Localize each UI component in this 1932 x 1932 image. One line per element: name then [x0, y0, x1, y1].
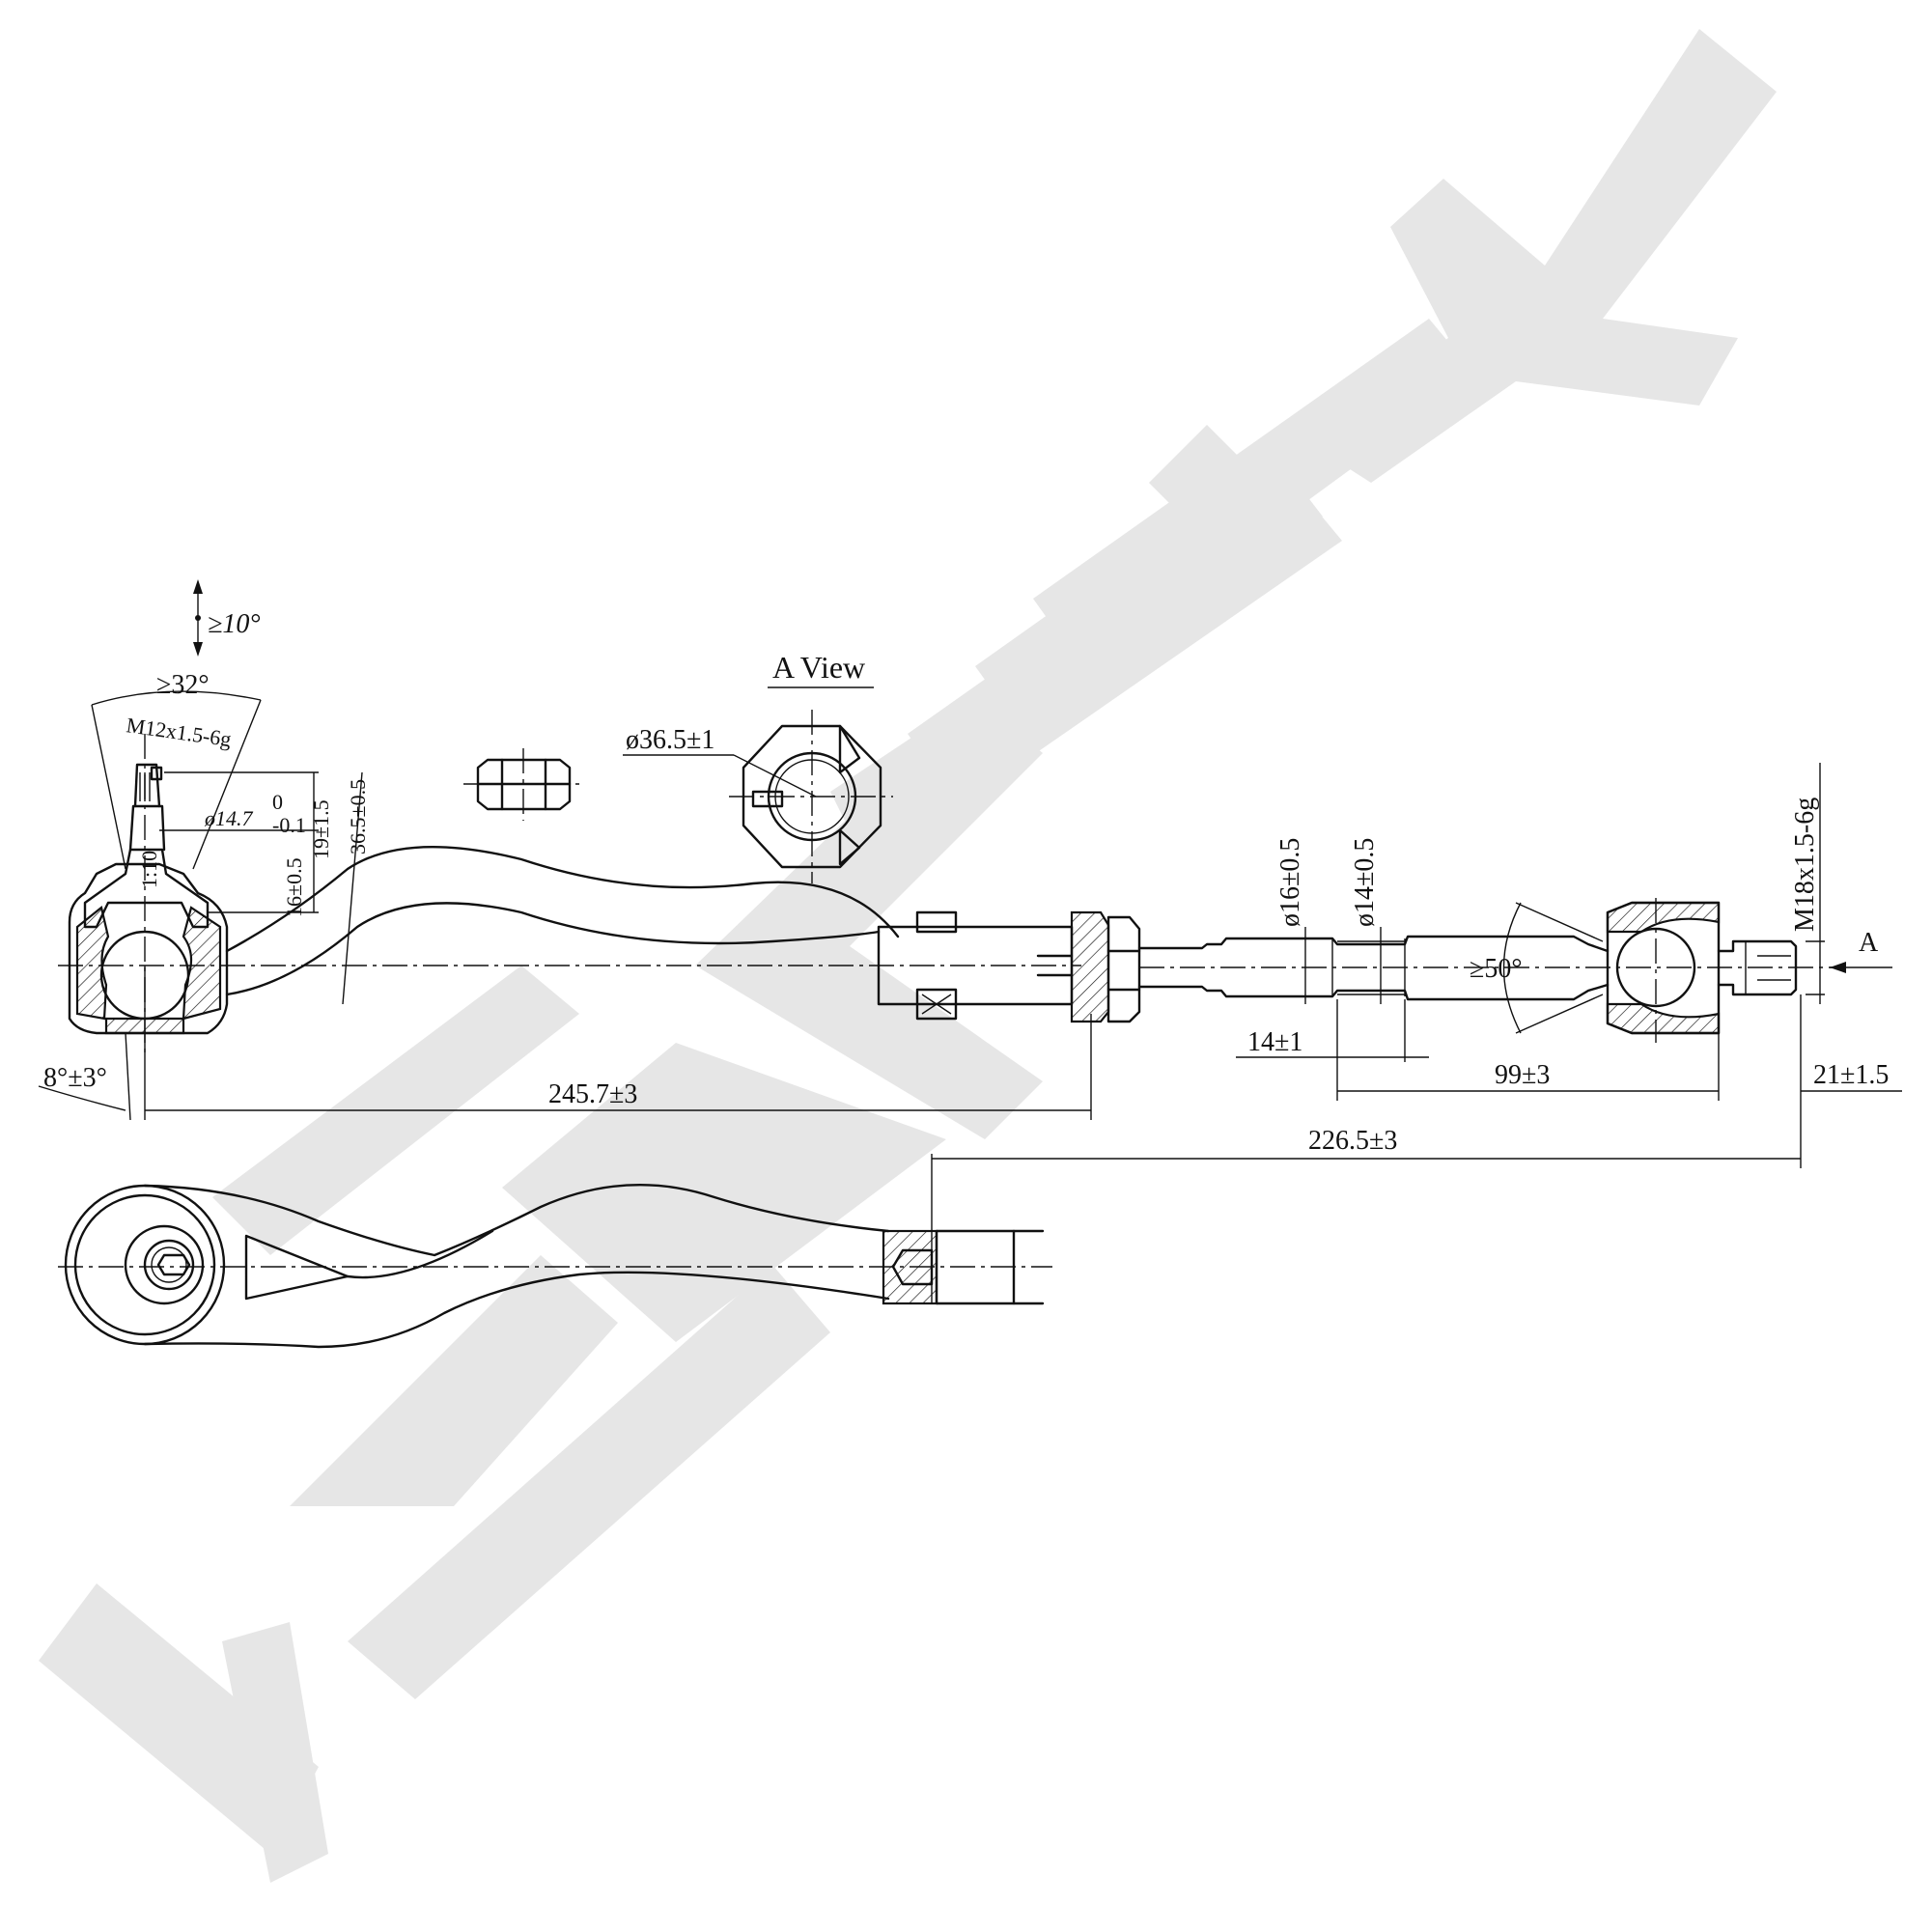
length-outer-label: 245.7±3 [548, 1079, 637, 1109]
len-226-label: 226.5±3 [1308, 1126, 1397, 1156]
watermark-logo [39, 29, 1777, 1883]
adjuster-sleeve [877, 910, 1074, 1021]
outer-tie-rod-end [58, 734, 1081, 1052]
stud-diameter-label: ø14.7 [204, 806, 254, 830]
dimension-lines [38, 579, 1902, 1303]
view-title: A View [772, 650, 865, 685]
rack-thread-label: M18x1.5-6g [1790, 798, 1820, 932]
tilt-angle-label: ≥10° [208, 609, 261, 639]
stud-tol-lower: -0.1 [272, 813, 306, 837]
len-21-label: 21±1.5 [1813, 1060, 1889, 1090]
rod-dia-16-label: ø16±0.5 [1275, 838, 1305, 927]
height-19-label: 19±1.5 [309, 799, 333, 859]
swing-angle-label: ≥32° [156, 670, 210, 700]
inner-angle-label: ≥50° [1470, 954, 1523, 984]
len-14-label: 14±1 [1247, 1027, 1302, 1057]
height-16-label: 16±0.5 [282, 857, 306, 917]
rod-dia-14-label: ø14±0.5 [1350, 838, 1380, 927]
taper-label: 1:10 [137, 851, 161, 888]
nut-diameter-label: ø36.5±1 [626, 725, 714, 755]
height-36-label: 36.5±0.5 [346, 779, 370, 854]
inner-tie-rod [1137, 935, 1834, 1001]
len-99-label: 99±3 [1495, 1060, 1550, 1090]
inner-ball-joint [1606, 898, 1798, 1043]
stud-thread-label: M12x1.5-6g [125, 713, 233, 751]
stud-tol-upper: 0 [272, 790, 283, 814]
castle-nut-side [463, 748, 579, 821]
angle-8-label: 8°±3° [43, 1063, 107, 1093]
bottom-view-tie-rod-end [58, 1183, 1052, 1349]
a-view-castle-nut [729, 710, 893, 883]
jam-nut [1036, 910, 1141, 1023]
view-marker: A [1859, 928, 1879, 958]
